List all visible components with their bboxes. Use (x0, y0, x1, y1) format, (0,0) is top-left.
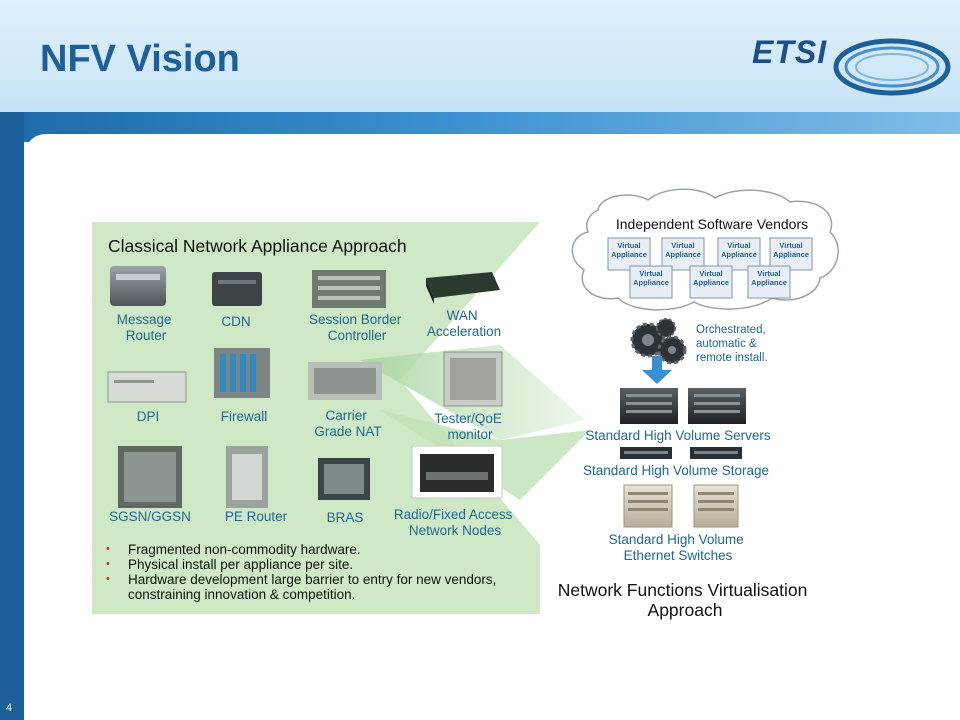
virtual-appliance-label: Appliance (693, 278, 729, 287)
slide-title: NFV Vision (40, 38, 240, 80)
virtual-appliance-group: VirtualApplianceVirtualApplianceVirtualA… (607, 237, 813, 299)
virtual-appliance-label: Virtual (639, 269, 662, 278)
storage-array-icon (690, 447, 742, 459)
virtual-appliance-label: Virtual (699, 269, 722, 278)
appliance-label-session-border-controller: Session Border Controller (309, 312, 405, 343)
server-box-icon (212, 272, 262, 306)
virtual-appliance-label: Appliance (773, 250, 809, 259)
left-sidebar-bar (0, 112, 24, 720)
rack-unit-icon (107, 371, 187, 403)
appliance-label-tester-qoe-monitor: Tester/QoE monitor (434, 411, 505, 442)
rack-unit-icon (426, 272, 500, 304)
switches-label: Standard High Volume Ethernet Switches (609, 532, 748, 563)
etsi-logo-swoosh-icon (833, 38, 951, 96)
router-chassis-icon (226, 446, 268, 508)
appliance-icons (107, 266, 503, 508)
server-rack-icon (620, 388, 678, 424)
gears-icon (630, 318, 687, 365)
appliance-label-dpi: DPI (137, 409, 160, 424)
storage-array-icon (620, 447, 672, 459)
servers-label: Standard High Volume Servers (585, 428, 771, 443)
appliance-label-bras: BRAS (327, 510, 364, 525)
bullet-item: Hardware development large barrier to en… (100, 572, 530, 602)
isv-cloud-title: Independent Software Vendors (616, 216, 808, 232)
virtual-appliance-label: Appliance (611, 250, 647, 259)
appliance-label-sgsn-ggsn: SGSN/GGSN (109, 509, 191, 524)
appliance-label-message-router: Message Router (117, 312, 176, 343)
virtual-appliance-label: Virtual (617, 241, 640, 250)
virtual-appliance-label: Appliance (633, 278, 669, 287)
rack-chassis-icon (308, 362, 382, 400)
blade-chassis-icon (118, 446, 182, 508)
appliance-labels: Message Router CDN Session Border Contro… (109, 308, 516, 538)
ethernet-switch-icon (623, 484, 673, 528)
appliance-label-cdn: CDN (221, 314, 250, 329)
server-rack-icon (688, 388, 746, 424)
etsi-logo-text: ETSI (752, 34, 828, 70)
virtual-appliance-label: Virtual (779, 241, 802, 250)
orchestration-text: Orchestrated, automatic & remote install… (696, 324, 769, 364)
classical-heading: Classical Network Appliance Approach (108, 236, 407, 256)
appliance-label-pe-router: PE Router (225, 509, 288, 524)
appliance-label-wan-acceleration: WAN Acceleration (427, 308, 501, 339)
classical-green-region (92, 222, 540, 614)
storage-label: Standard High Volume Storage (583, 463, 769, 478)
blade-chassis-icon (443, 351, 503, 407)
down-arrow-icon (642, 356, 672, 384)
virtual-appliance-label: Appliance (721, 250, 757, 259)
appliance-label-carrier-grade-nat: Carrier Grade NAT (314, 408, 381, 439)
rack-chassis-icon (312, 270, 386, 308)
slide-number: 4 (6, 702, 13, 714)
router-chassis-icon (318, 458, 370, 500)
bullet-item: Physical install per appliance per site. (100, 557, 530, 572)
isv-cloud: Independent Software Vendors VirtualAppl… (571, 188, 839, 311)
nfv-approach-title: Network Functions Virtualisation Approac… (558, 580, 813, 620)
bullet-item: Fragmented non-commodity hardware. (100, 542, 530, 557)
appliance-label-firewall: Firewall (221, 409, 268, 424)
blade-chassis-icon (214, 348, 270, 398)
virtual-appliance-label: Appliance (665, 250, 701, 259)
rack-unit-icon (411, 445, 503, 499)
virtual-appliance-label: Virtual (757, 269, 780, 278)
ethernet-switch-icon (693, 484, 739, 528)
appliance-label-radio-fixed-access: Radio/Fixed Access Network Nodes (394, 507, 516, 538)
virtual-appliance-label: Virtual (671, 241, 694, 250)
virtual-appliance-label: Virtual (727, 241, 750, 250)
virtual-appliance-label: Appliance (751, 278, 787, 287)
rack-appliance-icon (110, 266, 166, 306)
classical-bullets: Fragmented non-commodity hardware. Physi… (100, 542, 530, 602)
